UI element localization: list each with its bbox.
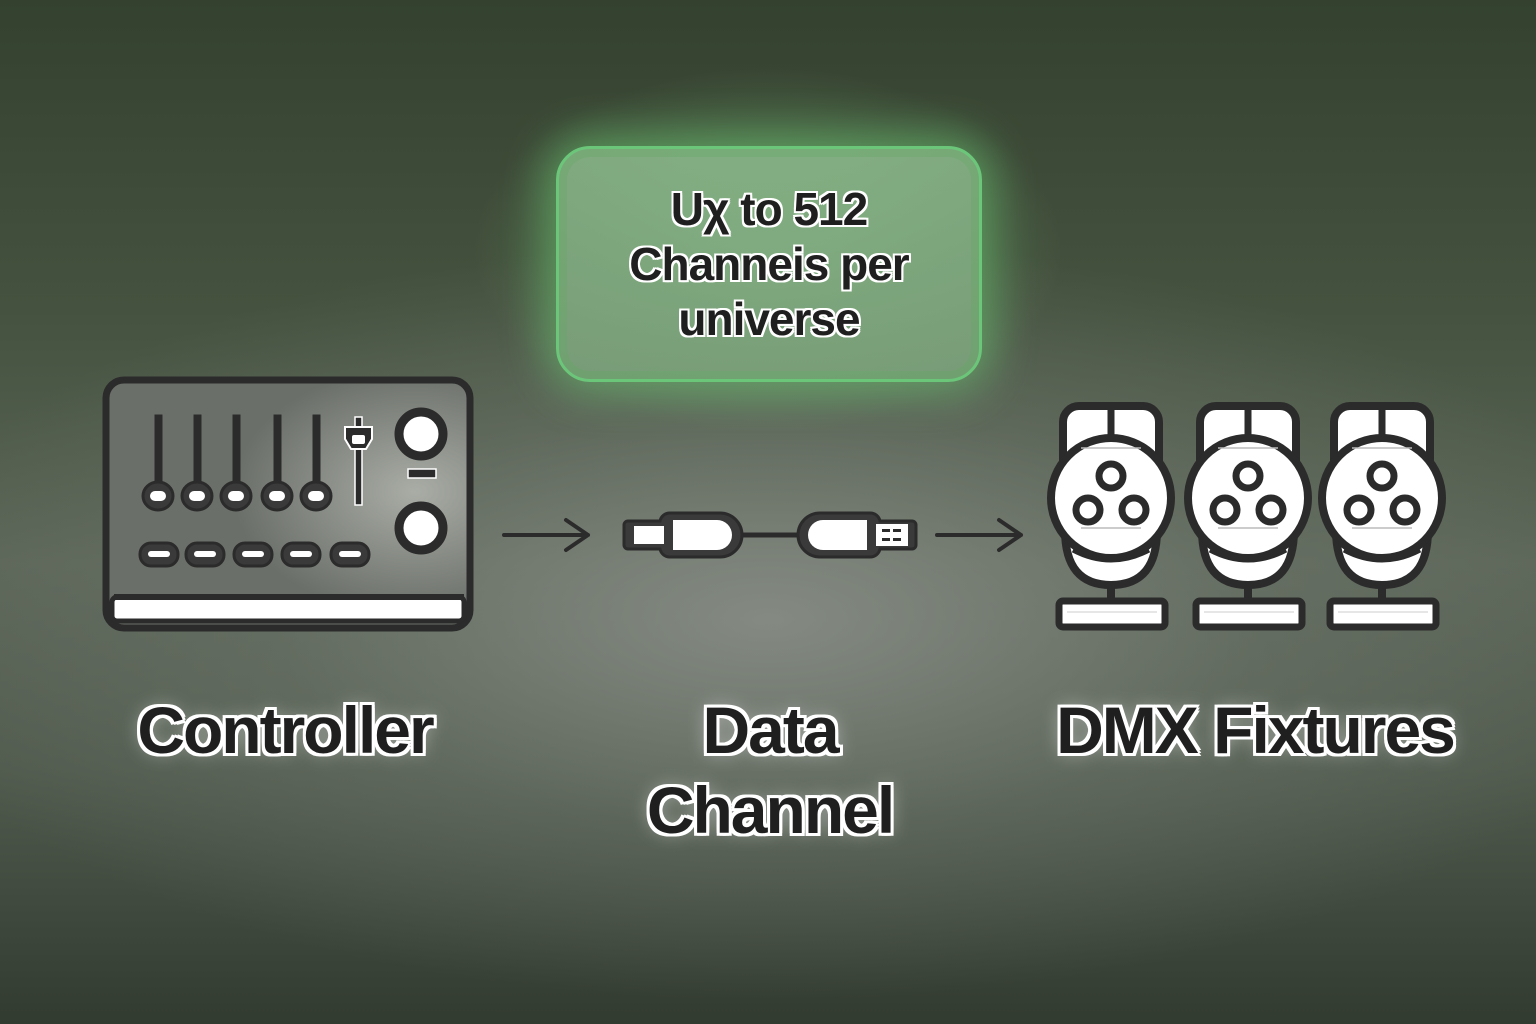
callout-text: Uχ to 512 Channeis per universe (629, 182, 909, 347)
dmx-fixtures-label: DMX Fixtures (1056, 693, 1456, 767)
channel-limit-callout: Uχ to 512 Channeis per universe (556, 146, 982, 382)
controller-label: Controller (137, 693, 434, 767)
usb-cable-icon (620, 505, 920, 565)
data-channel-label: Data Channel (600, 690, 940, 850)
data-channel-label-line-2: Channel (646, 773, 895, 847)
arrow-right-icon (933, 515, 1028, 555)
data-channel-label-line-1: Data (702, 693, 839, 767)
callout-line-3: universe (678, 292, 860, 345)
arrow-right-icon (500, 515, 595, 555)
callout-line-1: Uχ to 512 (670, 182, 868, 235)
callout-line-2: Channeis per (629, 237, 909, 290)
lighting-console-icon (100, 375, 480, 635)
spotlight-fixtures-icon (1045, 400, 1455, 635)
